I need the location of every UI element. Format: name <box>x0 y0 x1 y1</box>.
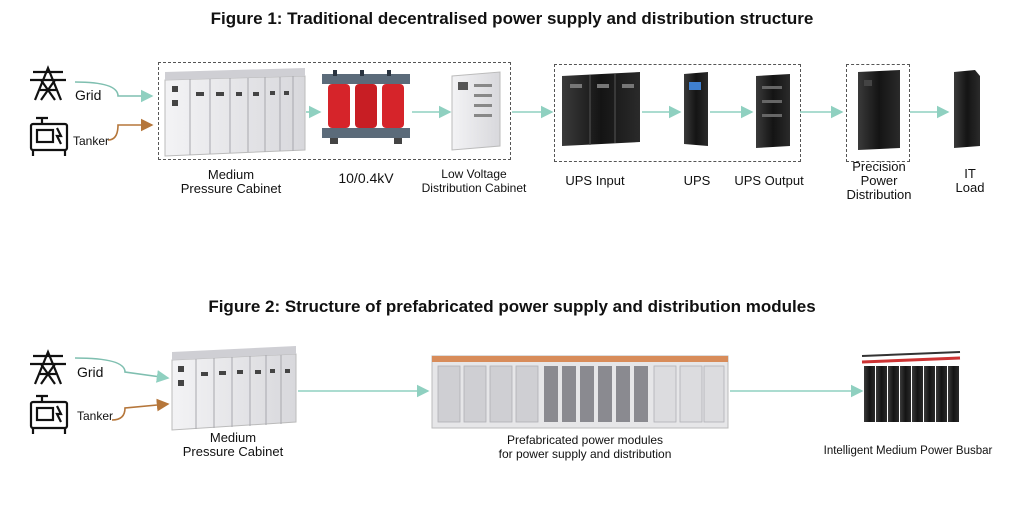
grid-label-fig2: Grid <box>77 364 104 380</box>
ups-output-cabinet-image <box>756 74 790 148</box>
it-load-rack-image <box>954 70 980 148</box>
group-box-precision <box>846 64 910 162</box>
tanker-label: Tanker <box>73 134 110 148</box>
group-box-distribution <box>158 62 511 160</box>
grid-label: Grid <box>75 87 102 103</box>
low-voltage-cabinet-image <box>451 71 501 151</box>
busbar-label: Intelligent Medium Power Busbar <box>823 445 993 457</box>
group-box-ups <box>554 64 801 162</box>
tanker-feed-line-fig2 <box>111 398 170 421</box>
transformer-label: 10/0.4kV <box>338 170 394 186</box>
busbar-racks-image <box>861 351 961 422</box>
tanker-feed-line <box>107 118 154 141</box>
prefabricated-modules-image <box>431 355 729 429</box>
grid-feed-line-fig2 <box>74 357 170 383</box>
medium-pressure-cabinet-image-fig2 <box>171 346 297 431</box>
grid-feed-line <box>74 81 154 103</box>
tanker-generator-icon <box>29 116 69 156</box>
tanker-label-fig2: Tanker <box>77 409 114 423</box>
ups-input-label: UPS Input <box>565 173 625 188</box>
figure-2-title: Figure 2: Structure of prefabricated pow… <box>208 297 816 316</box>
grid-tower-icon <box>30 65 66 101</box>
ups-input-cabinet-image <box>562 72 640 146</box>
ups-image <box>684 72 708 146</box>
ups-label: UPS <box>683 173 711 188</box>
transformer-image <box>322 70 410 144</box>
medium-pressure-cabinet-image <box>164 68 306 157</box>
grid-tower-icon-fig2 <box>30 349 66 385</box>
precision-distribution-image <box>858 70 900 150</box>
ups-output-label: UPS Output <box>734 173 804 188</box>
figure-1-title: Figure 1: Traditional decentralised powe… <box>210 9 814 28</box>
tanker-generator-icon-fig2 <box>29 394 69 434</box>
